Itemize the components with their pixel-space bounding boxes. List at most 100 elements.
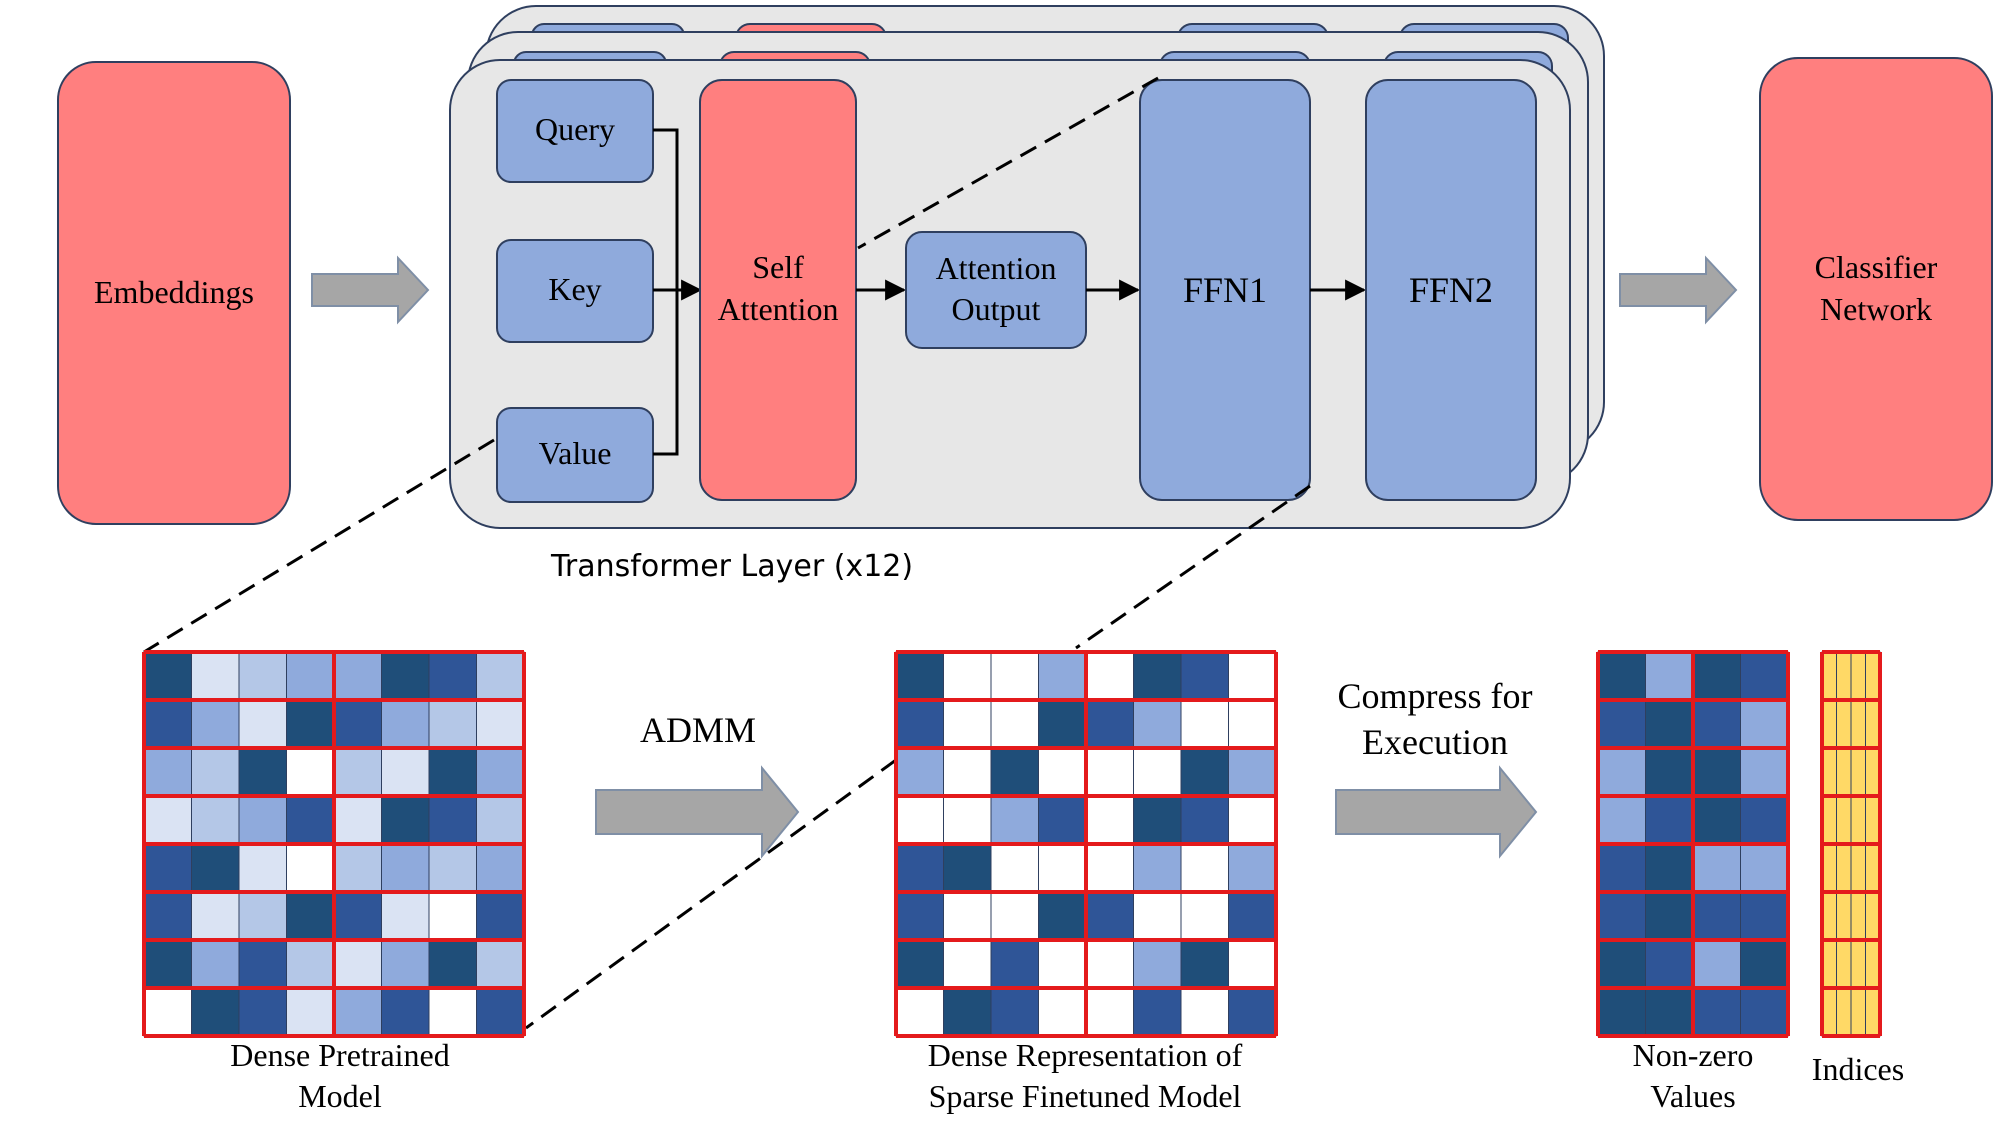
matrix-cell	[381, 843, 430, 893]
dense-pretrained-matrix	[142, 650, 526, 1038]
matrix-cell	[428, 843, 477, 893]
matrix-cell	[191, 939, 240, 989]
matrix-cell	[1133, 987, 1182, 1037]
index-cell	[1821, 987, 1837, 1037]
matrix-cell	[428, 939, 477, 989]
matrix-cell	[1038, 747, 1087, 797]
matrix-cell	[1692, 891, 1741, 941]
matrix-cell	[1597, 651, 1646, 701]
matrix-cell	[1740, 843, 1789, 893]
index-cell	[1821, 795, 1837, 845]
matrix-cell	[238, 891, 287, 941]
matrix-cell	[428, 795, 477, 845]
key-label: Key	[548, 271, 601, 307]
matrix-cell	[1597, 891, 1646, 941]
matrix-cell	[476, 891, 525, 941]
attention-output-label-line1: Attention	[936, 250, 1057, 286]
matrix-cell	[428, 747, 477, 797]
matrix-cell	[1085, 651, 1134, 701]
arrow-compress	[1335, 765, 1538, 859]
matrix-cell	[1038, 651, 1087, 701]
self-attention-box	[699, 79, 857, 501]
embeddings-box	[57, 61, 291, 525]
classifier-network-box	[1759, 57, 1993, 521]
index-cell	[1821, 891, 1837, 941]
matrix-cell	[943, 939, 992, 989]
matrix-cell	[191, 699, 240, 749]
matrix-cell	[191, 843, 240, 893]
zoom-guide-lines	[143, 76, 1311, 1030]
compress-label-line2: Execution	[1362, 722, 1508, 762]
matrix-cell	[1228, 795, 1277, 845]
matrix-cell	[428, 891, 477, 941]
arrow-embeddings-to-layer	[311, 255, 430, 325]
embeddings-label: Embeddings	[94, 274, 254, 310]
matrix-cell	[895, 939, 944, 989]
index-cell	[1821, 843, 1837, 893]
matrix-cell	[1180, 843, 1229, 893]
sparse-caption-line1: Dense Representation of	[928, 1037, 1243, 1073]
matrix-cell	[191, 987, 240, 1037]
index-cell	[1850, 843, 1866, 893]
attention-output-label-line2: Output	[952, 291, 1041, 327]
matrix-cell	[1597, 795, 1646, 845]
matrix-cell	[333, 699, 382, 749]
index-cell	[1836, 651, 1852, 701]
matrix-cell	[381, 747, 430, 797]
matrix-cell	[191, 891, 240, 941]
matrix-cell	[333, 987, 382, 1037]
matrix-cell	[1740, 891, 1789, 941]
matrix-cell	[286, 891, 335, 941]
matrix-cell	[143, 651, 192, 701]
matrix-cell	[1597, 699, 1646, 749]
arrow-layer-to-classifier	[1619, 255, 1738, 325]
dense-caption-line2: Model	[298, 1078, 382, 1114]
index-cell	[1865, 699, 1881, 749]
index-cell	[1865, 891, 1881, 941]
matrix-cell	[1692, 843, 1741, 893]
matrix-cell	[286, 795, 335, 845]
matrix-cell	[1645, 843, 1694, 893]
matrix-cell	[1228, 651, 1277, 701]
matrix-cell	[1692, 651, 1741, 701]
ffn2-label: FFN2	[1409, 270, 1493, 310]
matrix-cell	[895, 651, 944, 701]
matrix-cell	[1180, 651, 1229, 701]
index-cell	[1836, 747, 1852, 797]
index-cell	[1865, 651, 1881, 701]
matrix-cell	[943, 795, 992, 845]
index-cell	[1821, 939, 1837, 989]
index-cell	[1821, 747, 1837, 797]
matrix-cell	[1085, 987, 1134, 1037]
matrix-cell	[476, 699, 525, 749]
matrix-cell	[381, 795, 430, 845]
index-cell	[1865, 987, 1881, 1037]
transformer-layer-caption: Transformer Layer (x12)	[550, 549, 913, 584]
matrix-cell	[990, 699, 1039, 749]
self-attention-label-line2: Attention	[718, 291, 839, 327]
matrix-cell	[286, 939, 335, 989]
matrix-cell	[943, 651, 992, 701]
matrix-cell	[1597, 843, 1646, 893]
sparse-caption-line2: Sparse Finetuned Model	[929, 1078, 1242, 1114]
classifier-label-line2: Network	[1820, 291, 1932, 327]
matrix-cell	[143, 747, 192, 797]
matrix-cell	[943, 843, 992, 893]
matrix-cell	[1180, 795, 1229, 845]
matrix-cell	[1740, 699, 1789, 749]
matrix-cell	[1645, 651, 1694, 701]
matrix-cell	[1180, 939, 1229, 989]
matrix-cell	[428, 651, 477, 701]
self-attention-label-line1: Self	[752, 249, 804, 285]
matrix-cell	[238, 651, 287, 701]
matrix-cell	[143, 795, 192, 845]
matrix-cell	[238, 747, 287, 797]
compress-label-line1: Compress for	[1338, 676, 1533, 716]
matrix-cell	[895, 843, 944, 893]
matrix-cell	[476, 843, 525, 893]
matrix-cell	[1085, 891, 1134, 941]
matrix-cell	[1085, 939, 1134, 989]
matrix-cell	[333, 843, 382, 893]
nonzero-caption-line2: Values	[1650, 1078, 1735, 1114]
nonzero-caption-line1: Non-zero	[1633, 1037, 1754, 1073]
